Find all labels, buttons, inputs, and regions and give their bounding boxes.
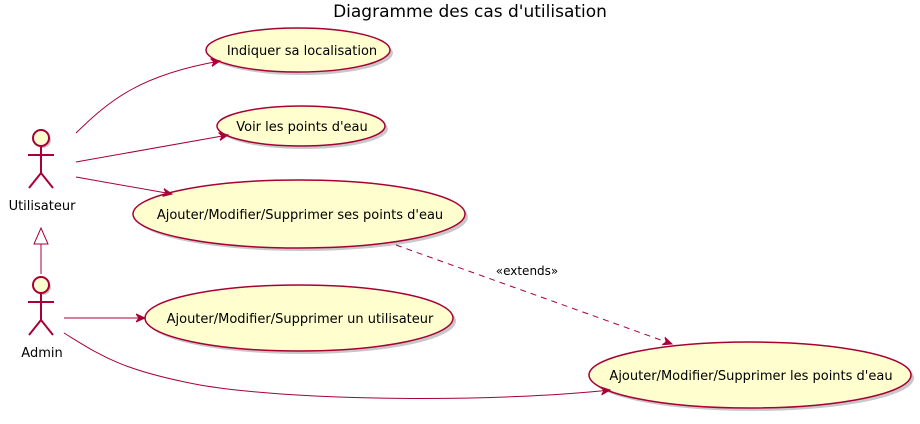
association-admin-manage-all-points	[63, 332, 610, 399]
generalization-admin-user	[33, 226, 49, 274]
association-user-view-points	[75, 135, 228, 163]
extends-dependency	[395, 244, 672, 344]
use-case-view-points: Voir les points d'eau	[216, 105, 388, 149]
use-case-manage-all-points-label: Ajouter/Modifier/Supprimer les points d'…	[609, 369, 892, 384]
use-case-manage-own-points-label: Ajouter/Modifier/Supprimer ses points d'…	[157, 208, 443, 223]
association-user-manage-own-points	[75, 176, 172, 194]
actor-user: Utilisateur	[9, 129, 77, 214]
use-case-manage-all-points: Ajouter/Modifier/Supprimer les points d'…	[588, 341, 914, 411]
use-case-manage-users-label: Ajouter/Modifier/Supprimer un utilisateu…	[167, 312, 434, 327]
use-case-view-points-label: Voir les points d'eau	[236, 120, 368, 135]
use-case-manage-own-points: Ajouter/Modifier/Supprimer ses points d'…	[132, 179, 468, 251]
use-case-indicate-location: Indiquer sa localisation	[205, 27, 393, 75]
actor-user-label: Utilisateur	[9, 199, 77, 214]
actor-admin: Admin	[21, 276, 63, 361]
actor-admin-label: Admin	[21, 346, 62, 361]
use-case-indicate-location-label: Indiquer sa localisation	[227, 44, 377, 59]
use-case-manage-users: Ajouter/Modifier/Supprimer un utilisateu…	[144, 284, 456, 354]
extends-label: «extends»	[496, 264, 559, 278]
association-user-indicate-location	[75, 61, 220, 134]
diagram-title: Diagramme des cas d'utilisation	[333, 2, 607, 22]
actor-user-figure	[28, 129, 54, 189]
actor-admin-figure	[28, 276, 54, 336]
